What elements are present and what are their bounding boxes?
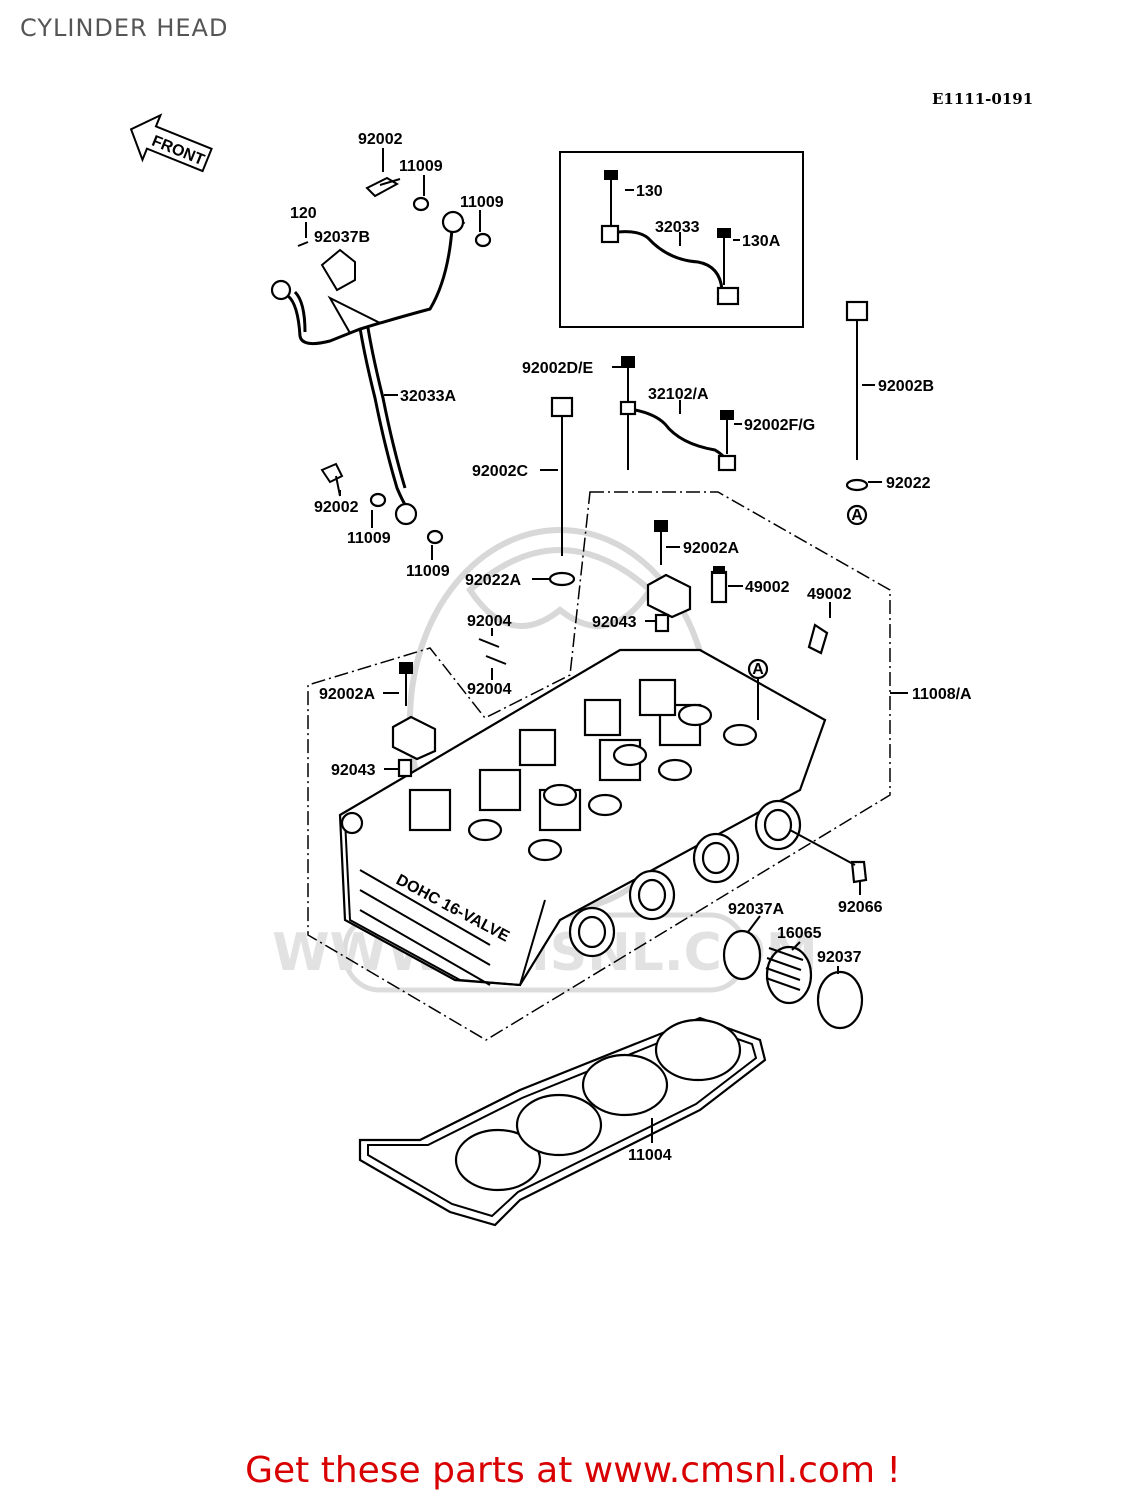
page-title: CYLINDER HEAD: [20, 14, 229, 42]
callout-label: 11008/A: [912, 686, 972, 703]
leader-lines: [305, 148, 908, 1143]
callout-label: 16065: [777, 925, 822, 942]
cylinder-head-exploded-diagram: WWW.CMSNL.COM FRONT: [129, 113, 972, 1227]
callout-label: 92037: [817, 949, 862, 966]
callout-label: 92043: [331, 762, 376, 779]
stud-bolts: [548, 300, 869, 587]
cam-caps-and-dowels: A A: [391, 504, 868, 884]
callout-label: 11009: [460, 194, 504, 211]
head-gasket-11004: [358, 1016, 767, 1227]
callout-label: 11009: [399, 158, 443, 175]
assembly-outline: [307, 491, 891, 1041]
callout-label: 92002D/E: [522, 360, 593, 377]
oil-pipe-32102A: [619, 356, 737, 472]
callout-label: 92004: [467, 613, 512, 630]
callout-label: 92002B: [878, 378, 934, 395]
marker-a-stud: A: [851, 507, 863, 524]
oil-pipe-32033: [600, 170, 740, 306]
callout-label: 120: [290, 205, 317, 222]
callout-label: 92022A: [465, 572, 521, 589]
callout-label: 11009: [347, 530, 391, 547]
oil-pipe-32033A: [270, 176, 492, 545]
callout-label: 49002: [745, 579, 790, 596]
callout-label: 32033A: [400, 388, 456, 405]
callout-label: 92002F/G: [744, 417, 815, 434]
marker-a-body: A: [752, 661, 764, 678]
callout-label: 92037B: [314, 229, 370, 246]
callout-label: 92066: [838, 899, 883, 916]
callout-label: 11009: [406, 563, 450, 580]
callout-label: 49002: [807, 586, 852, 603]
inset-box: [559, 151, 804, 328]
callout-label: 92002: [358, 131, 403, 148]
front-label: FRONT: [149, 133, 207, 169]
front-direction-arrow: FRONT: [129, 113, 213, 173]
callout-label: 92004: [467, 681, 512, 698]
diagram-reference-code: E1111-0191: [932, 90, 1034, 108]
callout-label: 130A: [742, 233, 781, 250]
callout-label: 92043: [592, 614, 637, 631]
callout-label: 32102/A: [648, 386, 709, 403]
part-number-callouts: 92002 11009 11009 120 92037B 32033A 9200…: [290, 131, 972, 1164]
callout-label: 130: [636, 183, 663, 200]
callout-label: 92002A: [319, 686, 375, 703]
intake-holder-assembly: [722, 929, 864, 1030]
callout-label: 92002A: [683, 540, 739, 557]
callout-label: 92002: [314, 499, 359, 516]
callout-label: 92002C: [472, 463, 528, 480]
callout-label: 32033: [655, 219, 700, 236]
callout-label: 92022: [886, 475, 931, 492]
callout-label: 92037A: [728, 901, 784, 918]
promo-link-text[interactable]: Get these parts at www.cmsnl.com !: [245, 1450, 901, 1491]
callout-label: 11004: [628, 1147, 672, 1164]
cylinder-head-11008A: DOHC 16-VALVE: [338, 648, 827, 987]
